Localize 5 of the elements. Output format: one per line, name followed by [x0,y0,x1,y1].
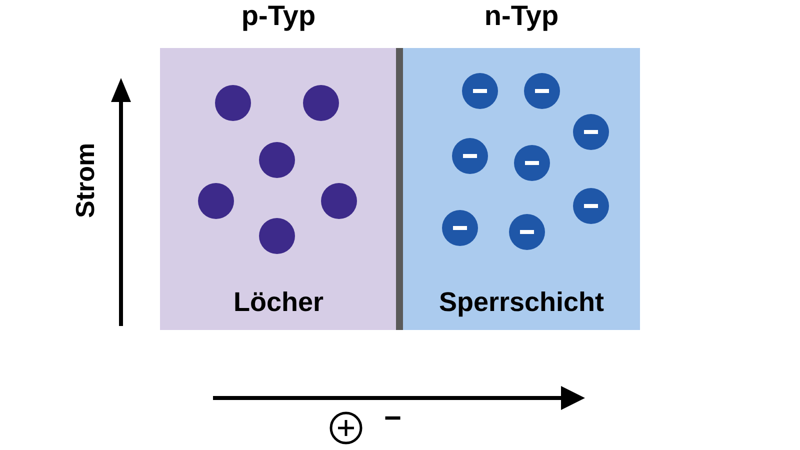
region-heading: n-Typ [483,2,560,30]
region-heading: p-Typ [240,2,317,30]
region-label: Löcher [232,289,325,316]
minus-sign: − [384,404,402,434]
region-label: Sperrschicht [438,289,606,316]
